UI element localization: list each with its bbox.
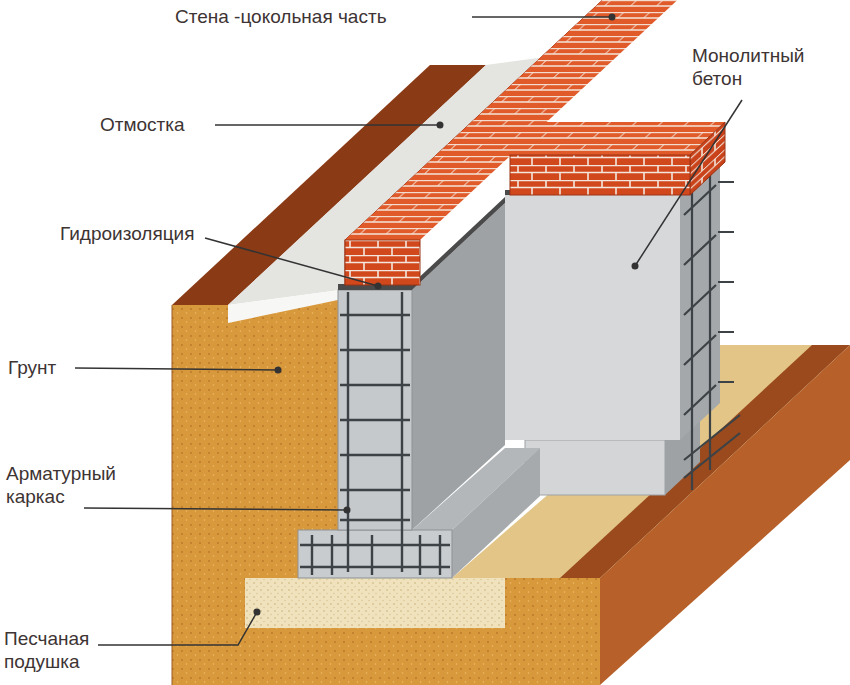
leader-lines	[75, 17, 742, 645]
part-label: Грунт	[8, 356, 56, 379]
part-label: Арматурный каркас	[6, 462, 131, 508]
part-label: Отмостка	[100, 113, 185, 136]
part-label: Стена -цокольная часть	[175, 5, 387, 28]
leader-dots	[254, 14, 639, 616]
part-label: Песчаная подушка	[4, 627, 116, 673]
part-label: Гидроизоляция	[60, 222, 194, 245]
part-label: Монолитный бетон	[692, 44, 822, 90]
